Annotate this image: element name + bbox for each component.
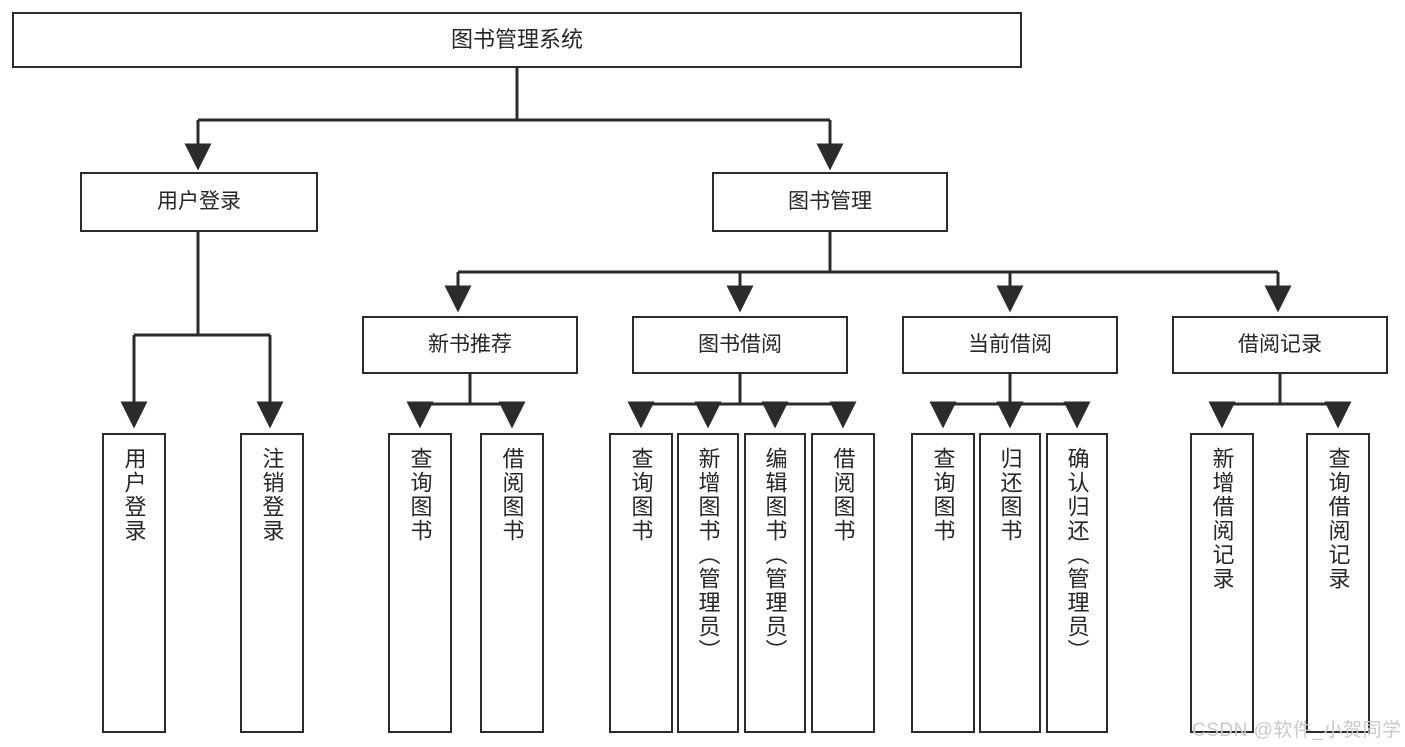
node-label: 查询图书 [930,447,956,543]
node-label: 编辑图书（管理员） [762,447,788,663]
node-leaf-edit-book-admin[interactable]: 编辑图书（管理员） [744,433,806,733]
node-label: 图书借阅 [698,332,782,356]
node-borrow-record[interactable]: 借阅记录 [1172,316,1388,374]
node-user-login[interactable]: 用户登录 [80,172,318,232]
node-leaf-add-book-admin[interactable]: 新增图书（管理员） [677,433,739,733]
node-root-book-management-system[interactable]: 图书管理系统 [12,12,1022,68]
node-label: 注销登录 [259,447,285,543]
node-label: 借阅记录 [1238,332,1322,356]
node-label: 用户登录 [157,189,241,213]
node-label: 新增图书（管理员） [695,447,721,663]
node-label: 归还图书 [997,447,1023,543]
node-leaf-user-login[interactable]: 用户登录 [102,433,166,733]
node-book-borrow[interactable]: 图书借阅 [632,316,848,374]
node-book-manage[interactable]: 图书管理 [712,172,948,232]
node-new-book-recommend[interactable]: 新书推荐 [362,316,578,374]
node-current-borrow[interactable]: 当前借阅 [902,316,1118,374]
node-leaf-query-book-borrow[interactable]: 查询图书 [609,433,673,733]
node-leaf-query-borrow-record[interactable]: 查询借阅记录 [1306,433,1370,733]
node-leaf-return-book[interactable]: 归还图书 [979,433,1041,733]
node-label: 查询图书 [628,447,654,543]
node-label: 查询图书 [407,447,433,543]
node-label: 图书管理系统 [450,27,583,53]
node-label: 查询借阅记录 [1325,447,1351,591]
node-label: 当前借阅 [968,332,1052,356]
node-leaf-confirm-return-admin[interactable]: 确认归还（管理员） [1046,433,1108,733]
node-label: 新增借阅记录 [1209,447,1235,591]
node-label: 借阅图书 [830,447,856,543]
node-leaf-logout[interactable]: 注销登录 [240,433,304,733]
node-leaf-borrow-book-recommend[interactable]: 借阅图书 [480,433,544,733]
node-label: 确认归还（管理员） [1064,447,1090,663]
csdn-watermark: CSDN @软件_小贺同学 [1192,720,1402,741]
node-leaf-borrow-book-borrow[interactable]: 借阅图书 [811,433,875,733]
node-leaf-add-borrow-record[interactable]: 新增借阅记录 [1190,433,1254,733]
node-label: 新书推荐 [428,332,512,356]
node-label: 用户登录 [121,447,147,543]
node-leaf-query-book-current[interactable]: 查询图书 [911,433,975,733]
node-label: 借阅图书 [499,447,525,543]
node-leaf-query-book-recommend[interactable]: 查询图书 [388,433,452,733]
node-label: 图书管理 [788,189,872,213]
